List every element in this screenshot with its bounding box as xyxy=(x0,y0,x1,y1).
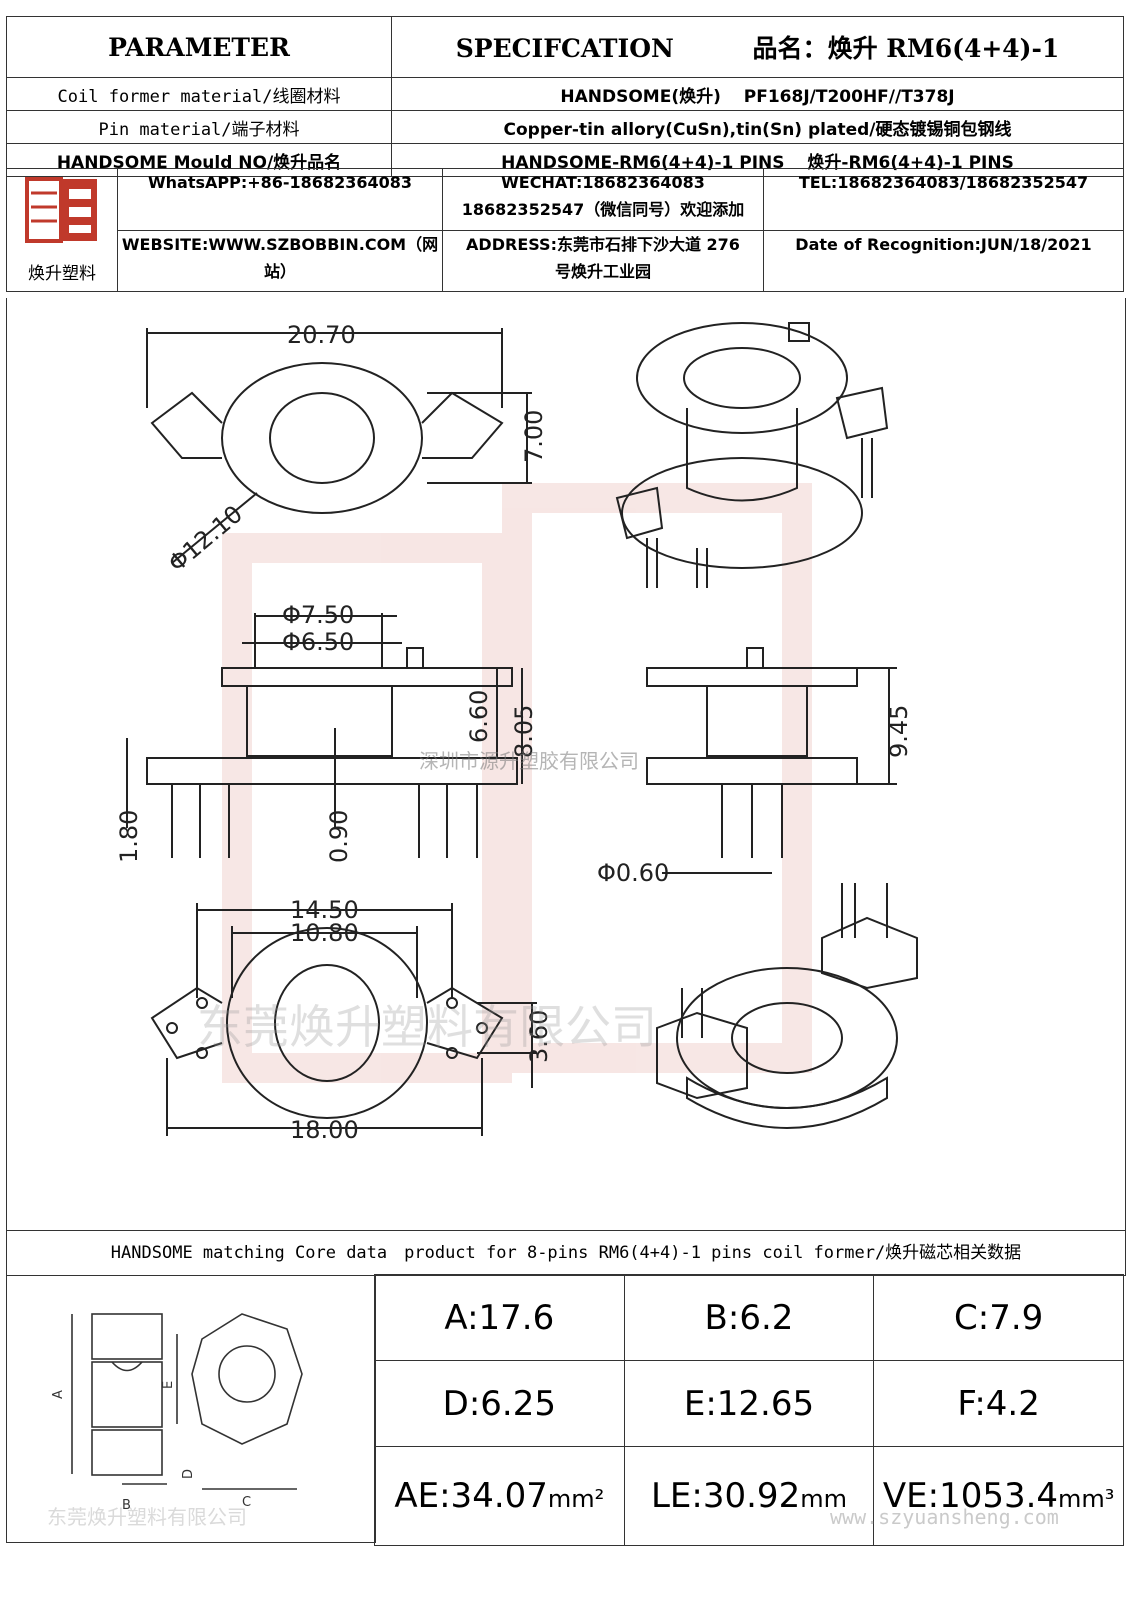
website-line1: WEBSITE:WWW.SZBOBBIN.COM（网 xyxy=(121,234,439,254)
product-name: 焕升 RM6(4+4)-1 xyxy=(827,34,1060,63)
core-le-unit: mm xyxy=(800,1485,847,1513)
recognition-date: Date of Recognition:JUN/18/2021 xyxy=(763,229,1124,292)
svg-text:B: B xyxy=(122,1498,131,1513)
dim-m: 10.80 xyxy=(290,919,359,947)
logo-cell: 焕升塑料 xyxy=(6,168,118,292)
product-name-label: 品名： xyxy=(752,34,828,63)
dim-e: Φ6.50 xyxy=(282,628,354,656)
param-label-coil: Coil former material/线圈材料 xyxy=(6,77,392,111)
dim-f: 6.60 xyxy=(465,690,493,743)
dim-j: 9.45 xyxy=(885,705,913,758)
core-drawing-svg: A E B C D 东莞焕升塑料有限公司 xyxy=(47,1313,303,1529)
core-e: E:12.65 xyxy=(623,1360,875,1447)
wechat-line1: WECHAT:18682364083 xyxy=(501,173,705,192)
watermark-company3: 东莞焕升塑料有限公司 xyxy=(47,1505,247,1529)
tel: TEL:18682364083/18682352547 xyxy=(763,168,1124,231)
core-le: LE:30.92mm xyxy=(623,1446,875,1546)
dim-n: 18.00 xyxy=(290,1116,359,1144)
watermark-url: www.szyuansheng.com xyxy=(830,1505,1059,1529)
specification-header: SPECIFCATION 品名：焕升 RM6(4+4)-1 xyxy=(391,16,1124,78)
dim-g: 8.05 xyxy=(510,705,538,758)
core-d: D:6.25 xyxy=(374,1360,625,1447)
dim-b: 7.00 xyxy=(520,410,548,463)
spec-table: PARAMETER SPECIFCATION 品名：焕升 RM6(4+4)-1 … xyxy=(6,16,1124,177)
wechat-cell: WECHAT:18682364083 18682352547（微信同号）欢迎添加 xyxy=(442,168,764,231)
core-section-title: HANDSOME matching Core data product for … xyxy=(6,1230,1126,1276)
core-le-value: LE:30.92 xyxy=(650,1476,801,1516)
whatsapp: WhatsAPP:+86-18682364083 xyxy=(117,168,443,231)
core-b: B:6.2 xyxy=(623,1274,875,1361)
svg-text:E: E xyxy=(161,1381,176,1389)
dim-i: 0.90 xyxy=(325,810,353,863)
contact-table: 焕升塑料 WhatsAPP:+86-18682364083 WECHAT:186… xyxy=(6,168,1124,292)
website-line2: 站） xyxy=(263,261,296,281)
address-line2: 号焕升工业园 xyxy=(554,261,651,281)
svg-text:A: A xyxy=(51,1390,66,1399)
core-a: A:17.6 xyxy=(374,1274,625,1361)
parameter-header: PARAMETER xyxy=(6,16,392,78)
core-ae-value: AE:34.07 xyxy=(394,1476,548,1516)
address-line1: ADDRESS:东莞市石排下沙大道 276 xyxy=(466,234,740,254)
dim-o: 3.60 xyxy=(525,1010,553,1063)
core-c: C:7.9 xyxy=(873,1274,1124,1361)
dim-a: 20.70 xyxy=(287,321,356,349)
watermark-company2: 东莞焕升塑料有限公司 xyxy=(197,1000,657,1054)
logo-caption: 焕升塑料 xyxy=(28,263,96,284)
param-value-coil: HANDSOME(焕升) PF168J/T200HF//T378J xyxy=(391,77,1124,111)
dim-l: 14.50 xyxy=(290,896,359,924)
param-value-pin: Copper-tin allory(CuSn),tin(Sn) plated/硬… xyxy=(391,110,1124,144)
dim-h: 1.80 xyxy=(115,810,143,863)
core-drawing: A E B C D 东莞焕升塑料有限公司 xyxy=(6,1274,376,1543)
website-cell: WEBSITE:WWW.SZBOBBIN.COM（网 站） xyxy=(117,229,443,292)
core-values-table: A:17.6 B:6.2 C:7.9 D:6.25 E:12.65 F:4.2 … xyxy=(374,1274,1124,1546)
core-ae-unit: mm² xyxy=(547,1485,605,1513)
core-f: F:4.2 xyxy=(873,1360,1124,1447)
dim-k: Φ0.60 xyxy=(597,859,669,887)
technical-drawing: 20.70 7.00 Φ12.10 Φ7.50 Φ6.50 6.60 8.05 … xyxy=(6,298,1126,1231)
address-cell: ADDRESS:东莞市石排下沙大道 276 号焕升工业园 xyxy=(442,229,764,292)
watermark-company1: 深圳市源升塑胶有限公司 xyxy=(419,749,639,773)
drawing-svg: 20.70 7.00 Φ12.10 Φ7.50 Φ6.50 6.60 8.05 … xyxy=(115,321,918,1144)
core-ae: AE:34.07mm² xyxy=(374,1446,625,1546)
dim-d: Φ7.50 xyxy=(282,601,354,629)
svg-text:C: C xyxy=(242,1495,251,1510)
wechat-line2: 18682352547（微信同号）欢迎添加 xyxy=(461,200,745,219)
specification-title: SPECIFCATION xyxy=(455,34,674,63)
core-ve-value: VE:1053.4 xyxy=(882,1476,1059,1516)
company-logo xyxy=(25,176,97,243)
svg-text:D: D xyxy=(181,1469,196,1479)
core-ve-unit: mm³ xyxy=(1058,1485,1115,1513)
param-label-pin: Pin material/端子材料 xyxy=(6,110,392,144)
core-ve: VE:1053.4mm³ xyxy=(873,1446,1124,1546)
